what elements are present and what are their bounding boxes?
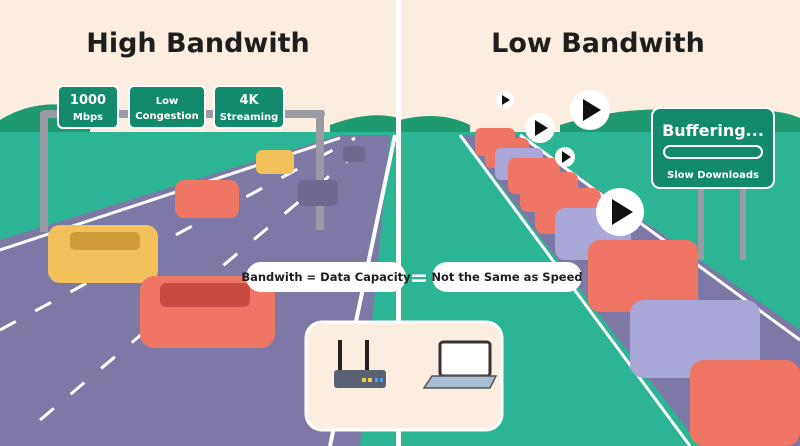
svg-text:Congestion: Congestion xyxy=(135,111,198,122)
svg-text:Low: Low xyxy=(156,96,178,107)
label-bandwith-capacity: Bandwith = Data Capacity xyxy=(241,262,411,292)
device-panel xyxy=(304,320,504,432)
svg-text:Not the Same as Speed: Not the Same as Speed xyxy=(431,270,582,284)
sign-4k-streaming: 4K Streaming xyxy=(213,85,285,129)
divider xyxy=(396,0,401,446)
sign-low-congestion: Low Congestion xyxy=(128,85,206,129)
equals-sign: = xyxy=(410,266,428,291)
svg-text:1000: 1000 xyxy=(70,93,106,108)
svg-text:Slow Downloads: Slow Downloads xyxy=(667,170,759,181)
router-icon xyxy=(334,340,386,388)
svg-text:Mbps: Mbps xyxy=(73,112,103,123)
svg-text:Streaming: Streaming xyxy=(220,112,279,123)
play-icons xyxy=(496,90,644,236)
left-cars xyxy=(48,146,365,348)
sign-buffering: Buffering... Slow Downloads xyxy=(651,107,775,260)
right-cars xyxy=(475,128,800,446)
right-title: Low Bandwith xyxy=(491,28,705,59)
sign-1000-mbps: 1000 Mbps xyxy=(57,85,119,129)
left-title: High Bandwith xyxy=(86,28,309,59)
label-not-speed: Not the Same as Speed xyxy=(431,262,583,292)
svg-text:4K: 4K xyxy=(239,93,259,108)
progress-bar xyxy=(663,145,763,159)
laptop-icon xyxy=(422,340,498,389)
svg-text:Buffering...: Buffering... xyxy=(662,121,764,140)
svg-text:Bandwith = Data Capacity: Bandwith = Data Capacity xyxy=(241,270,411,284)
